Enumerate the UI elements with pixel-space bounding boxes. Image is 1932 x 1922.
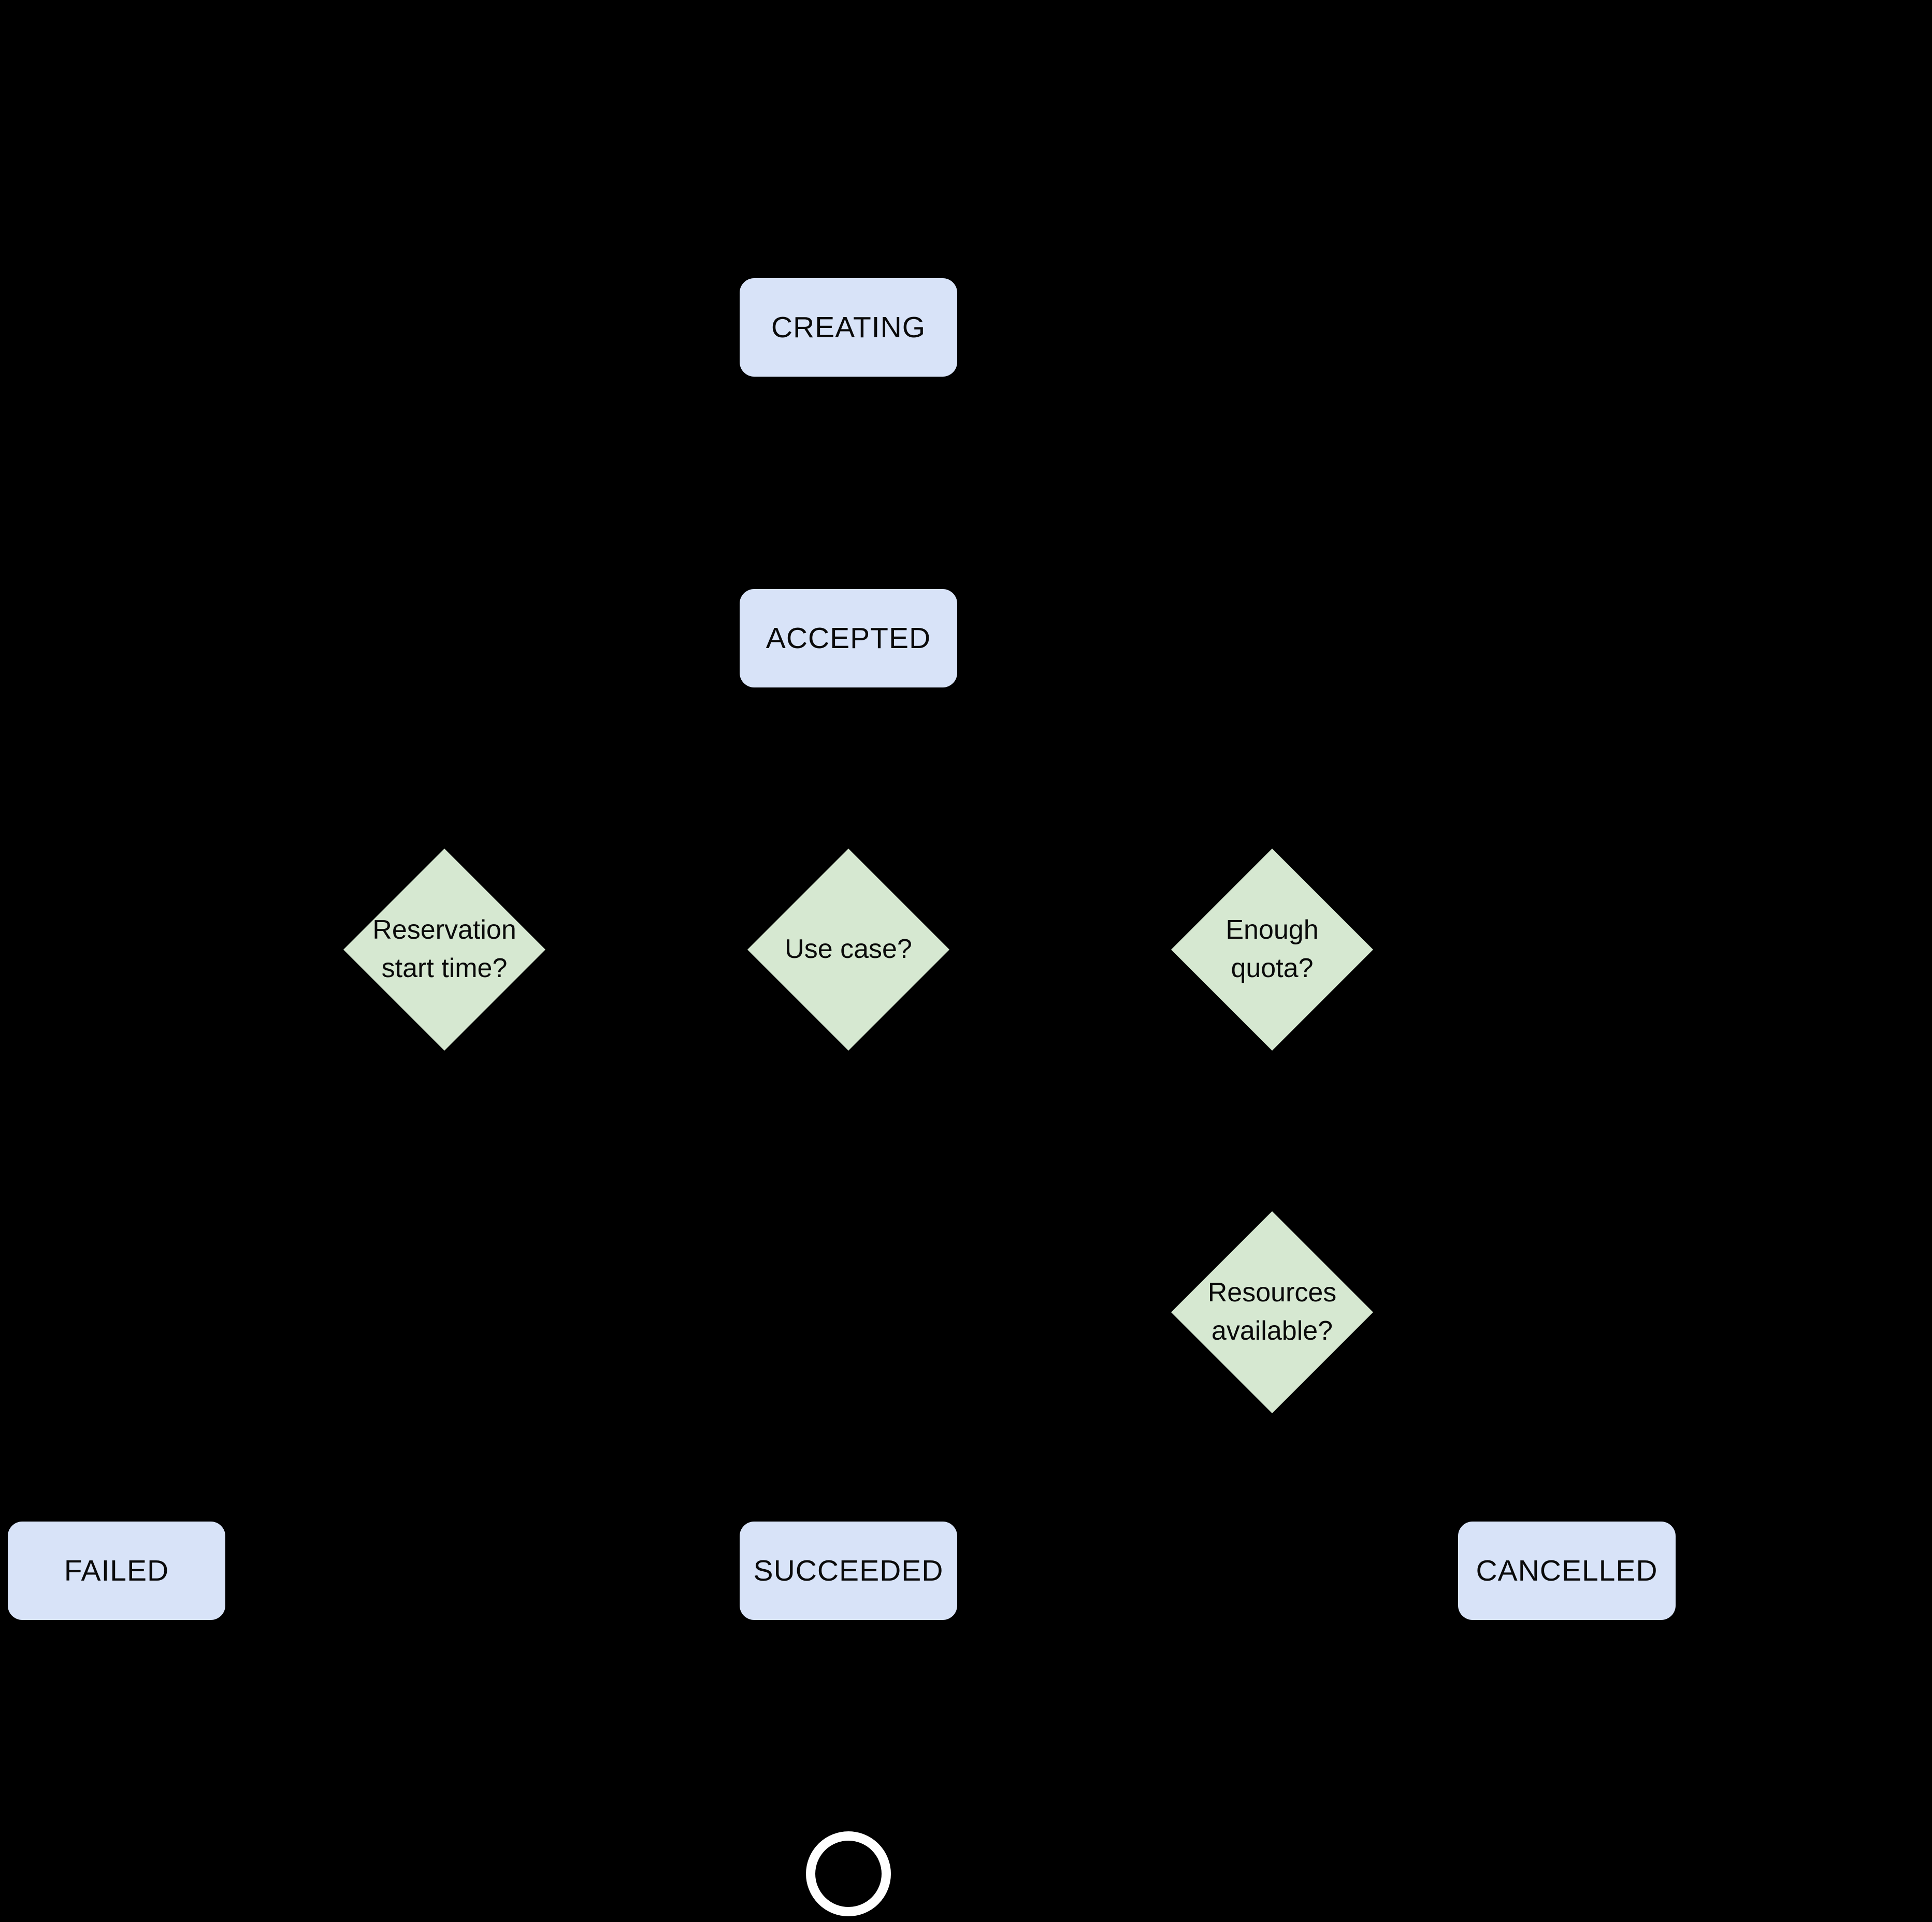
state-failed: FAILED <box>8 1522 225 1620</box>
decision-use-case: Use case? <box>747 849 949 1051</box>
state-label: CANCELLED <box>1476 1554 1658 1587</box>
decision-reservation-start-time: Reservation start time? <box>343 849 545 1051</box>
decision-label-line: Reservation <box>372 915 516 945</box>
state-succeeded: SUCCEEDED <box>740 1522 957 1620</box>
decision-label-line: quota? <box>1231 953 1314 983</box>
decision-label-line: Resources <box>1207 1278 1337 1308</box>
state-label: SUCCEEDED <box>753 1554 944 1587</box>
decision-label-line: Use case? <box>785 934 912 965</box>
decision-label-line: available? <box>1211 1316 1333 1346</box>
decision-enough-quota: Enough quota? <box>1171 849 1373 1051</box>
decision-label-line: start time? <box>381 953 508 983</box>
decision-label-line: Enough <box>1225 915 1319 945</box>
state-accepted: ACCEPTED <box>740 589 957 687</box>
decision-resources-available: Resources available? <box>1171 1211 1373 1413</box>
state-creating: CREATING <box>740 278 957 377</box>
end-state-circle-icon <box>806 1831 891 1916</box>
state-label: CREATING <box>771 311 926 344</box>
state-cancelled: CANCELLED <box>1458 1522 1676 1620</box>
state-label: ACCEPTED <box>766 622 931 655</box>
state-label: FAILED <box>64 1554 169 1587</box>
